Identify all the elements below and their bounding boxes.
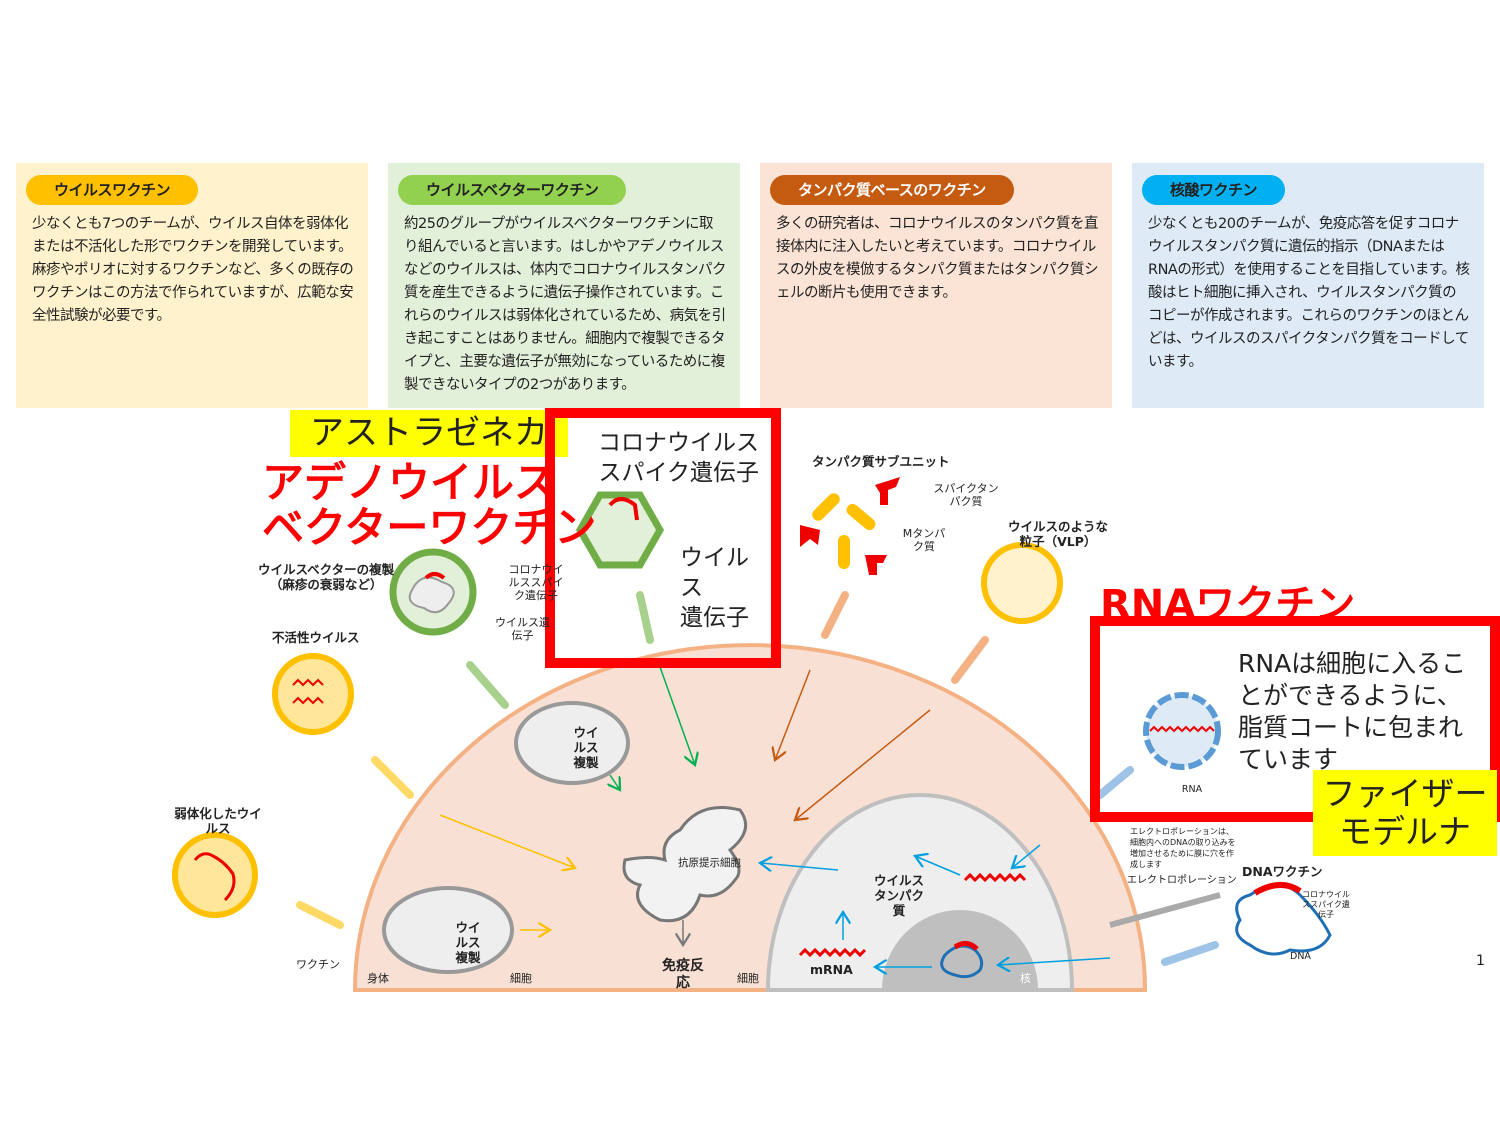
page-number: 1 [1476, 953, 1485, 969]
label-cell: 細胞 [510, 972, 532, 985]
virus-gene-label: ウイルス遺伝子 [680, 545, 749, 631]
spike-gene-label: コロナウイルススパイク遺伝子 [598, 430, 759, 486]
label-protein-subunit: タンパク質サブユニット [812, 454, 950, 469]
replication-ellipse [382, 886, 514, 974]
card-title: ウイルスベクターワクチン [398, 175, 627, 205]
card-text: 少なくとも20のチームが、免疫応答を促すコロナウイルスタンパク質に遺伝的指示（D… [1148, 216, 1470, 370]
adenovirus-highlight-box: コロナウイルススパイク遺伝子 ウイルス遺伝子 [545, 408, 781, 668]
label-nucleus: 核 [1020, 972, 1031, 985]
label-dna: DNA [1290, 951, 1311, 962]
vlp-icon [981, 542, 1063, 624]
card-title: 核酸ワクチン [1142, 175, 1286, 205]
syringe-icons [296, 591, 1219, 966]
card-protein-vaccine: タンパク質ベースのワクチン 多くの研究者は、コロナウイルスのタンパク質を直接体内… [760, 163, 1112, 408]
label-inactivated-virus: 不活性ウイルス [272, 630, 360, 645]
nucleus-dna-icon [940, 941, 984, 979]
label-body: 身体 [367, 972, 389, 985]
astrazeneca-label: アストラゼネカ [290, 410, 568, 457]
rna-highlight-box: RNAは細胞に入ることができるように、脂質コートに包まれています [1090, 616, 1500, 822]
label-vector-replication: ウイルスベクターの複製（麻疹の衰弱など） [258, 562, 395, 592]
protein-subunit-icons [800, 477, 900, 575]
adenovirus-icon [575, 491, 665, 569]
label-virus-replication: ウイルス複製 [573, 725, 599, 770]
label-mrna: mRNA [810, 962, 853, 977]
label-m-protein: Mタンパク質 [902, 527, 946, 553]
label-virus-protein: ウイルスタンパク質 [874, 873, 925, 918]
card-viral-vector-vaccine: ウイルスベクターワクチン 約25のグループがウイルスベクターワクチンに取り組んで… [388, 163, 740, 408]
card-nucleic-acid-vaccine: 核酸ワクチン 少なくとも20のチームが、免疫応答を促すコロナウイルスタンパク質に… [1132, 163, 1484, 408]
label-virus-replication: ウイルス複製 [455, 920, 481, 965]
rna-strand [963, 872, 1027, 883]
replication-ellipse [514, 701, 630, 785]
card-text: 多くの研究者は、コロナウイルスのタンパク質を直接体内に注入したいと考えています。… [776, 216, 1099, 301]
label-cell: 細胞 [737, 972, 759, 985]
label-rna: RNA [1181, 784, 1203, 795]
title-line: ベクターワクチン [262, 503, 597, 552]
electroporation-needle [1109, 892, 1221, 928]
label-dna-spike-gene: コロナウイルススパイク遺伝子 [1302, 890, 1350, 919]
lipid-rna-icon [1143, 692, 1221, 770]
vector-virus-icon [389, 548, 477, 636]
adenovirus-vector-title: アデノウイルス ベクターワクチン [262, 460, 596, 550]
rna-lipid-note: RNAは細胞に入ることができるように、脂質コートに包まれています [1238, 649, 1467, 774]
card-title: ウイルスワクチン [26, 175, 199, 205]
card-text: 約25のグループがウイルスベクターワクチンに取り組んでいると言います。はしかやア… [404, 216, 727, 393]
card-virus-vaccine: ウイルスワクチン 少なくとも7つのチームが、ウイルス自体を弱体化または不活化した… [16, 163, 368, 408]
mrna-strand [798, 947, 867, 958]
label-immune-response: 免疫反応 [662, 958, 704, 991]
pfizer-moderna-label: ファイザーモデルナ [1313, 770, 1497, 856]
dna-plasmid-icon [1235, 882, 1332, 956]
label-virus-gene: ウイルス遺伝子 [495, 616, 550, 642]
inactivated-virus-icon [272, 653, 354, 735]
apc-cell [622, 806, 748, 923]
label-electroporation: エレクトロポレーション [1127, 875, 1237, 886]
card-text: 少なくとも7つのチームが、ウイルス自体を弱体化または不活化した形でワクチンを開発… [32, 216, 354, 324]
label-spike-protein: スパイクタンパク質 [933, 482, 999, 508]
label-vaccine: ワクチン [296, 958, 340, 971]
weakened-virus-icon [172, 832, 258, 918]
card-title: タンパク質ベースのワクチン [770, 175, 1014, 205]
label-dna-vaccine: DNAワクチン [1242, 864, 1323, 879]
label-spike-gene: コロナウイルススパイク遺伝子 [508, 563, 564, 602]
label-weakened-virus: 弱体化したウイルス [174, 806, 262, 836]
label-vlp: ウイルスのような粒子（VLP） [1007, 519, 1108, 549]
electroporation-note: エレクトロポレーションは、細胞内へのDNAの取り込みを増加させるために膜に穴を作… [1130, 827, 1236, 869]
title-line: アデノウイルス [262, 458, 557, 507]
label-apc: 抗原提示細胞 [678, 857, 741, 869]
